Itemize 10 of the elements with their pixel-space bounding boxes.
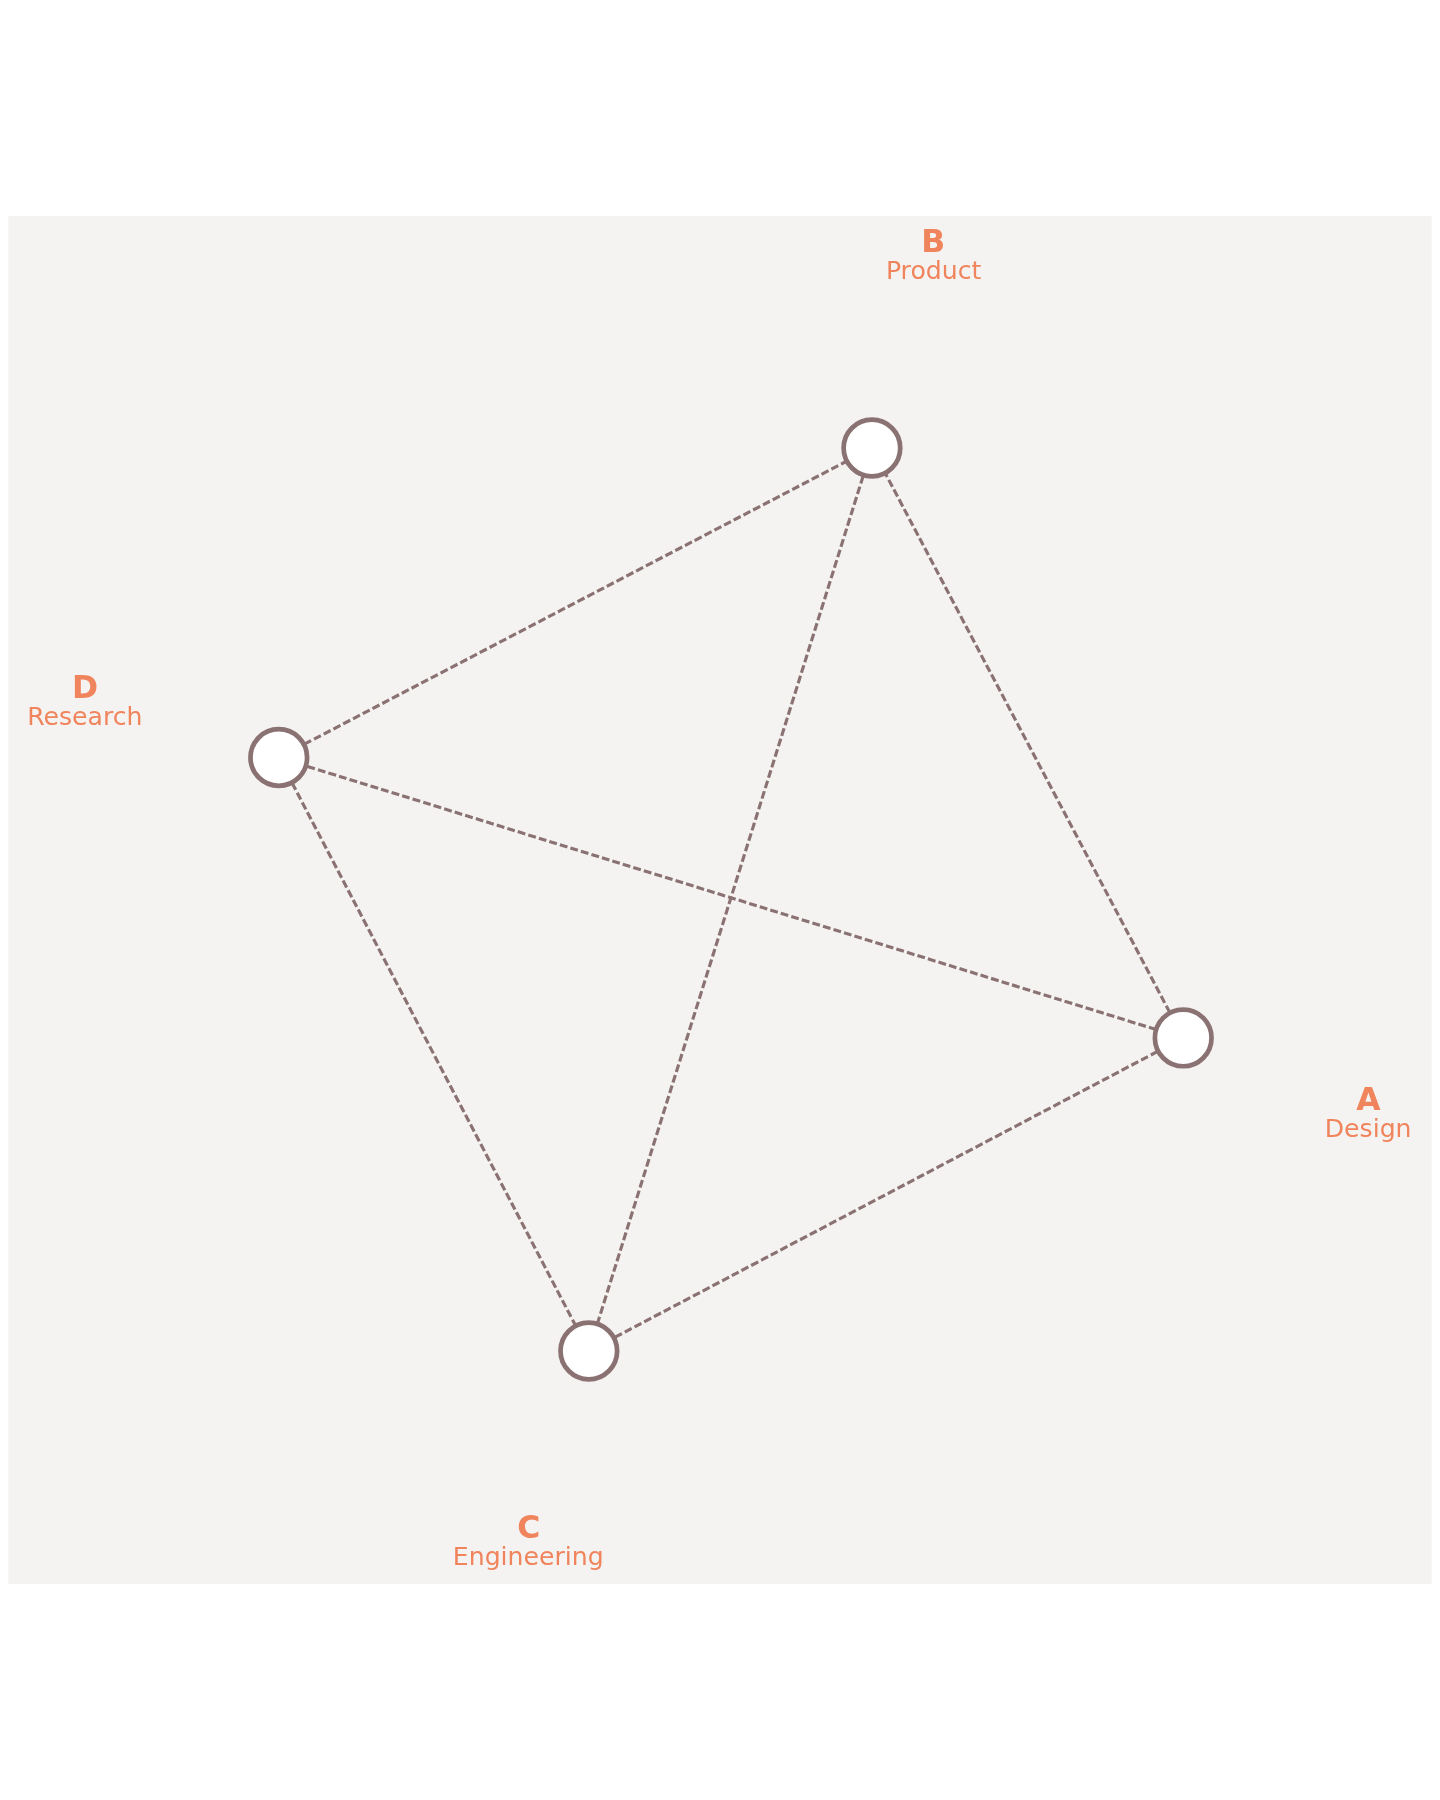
connector — [595, 474, 865, 1325]
connector — [305, 764, 1157, 1032]
connector — [290, 782, 577, 1327]
connector — [303, 459, 848, 746]
node-circle — [558, 1320, 620, 1382]
node-circle — [841, 417, 903, 479]
node-circle — [1152, 1007, 1214, 1069]
node-circle — [248, 726, 310, 789]
connector — [883, 472, 1172, 1014]
connector — [613, 1050, 1159, 1339]
